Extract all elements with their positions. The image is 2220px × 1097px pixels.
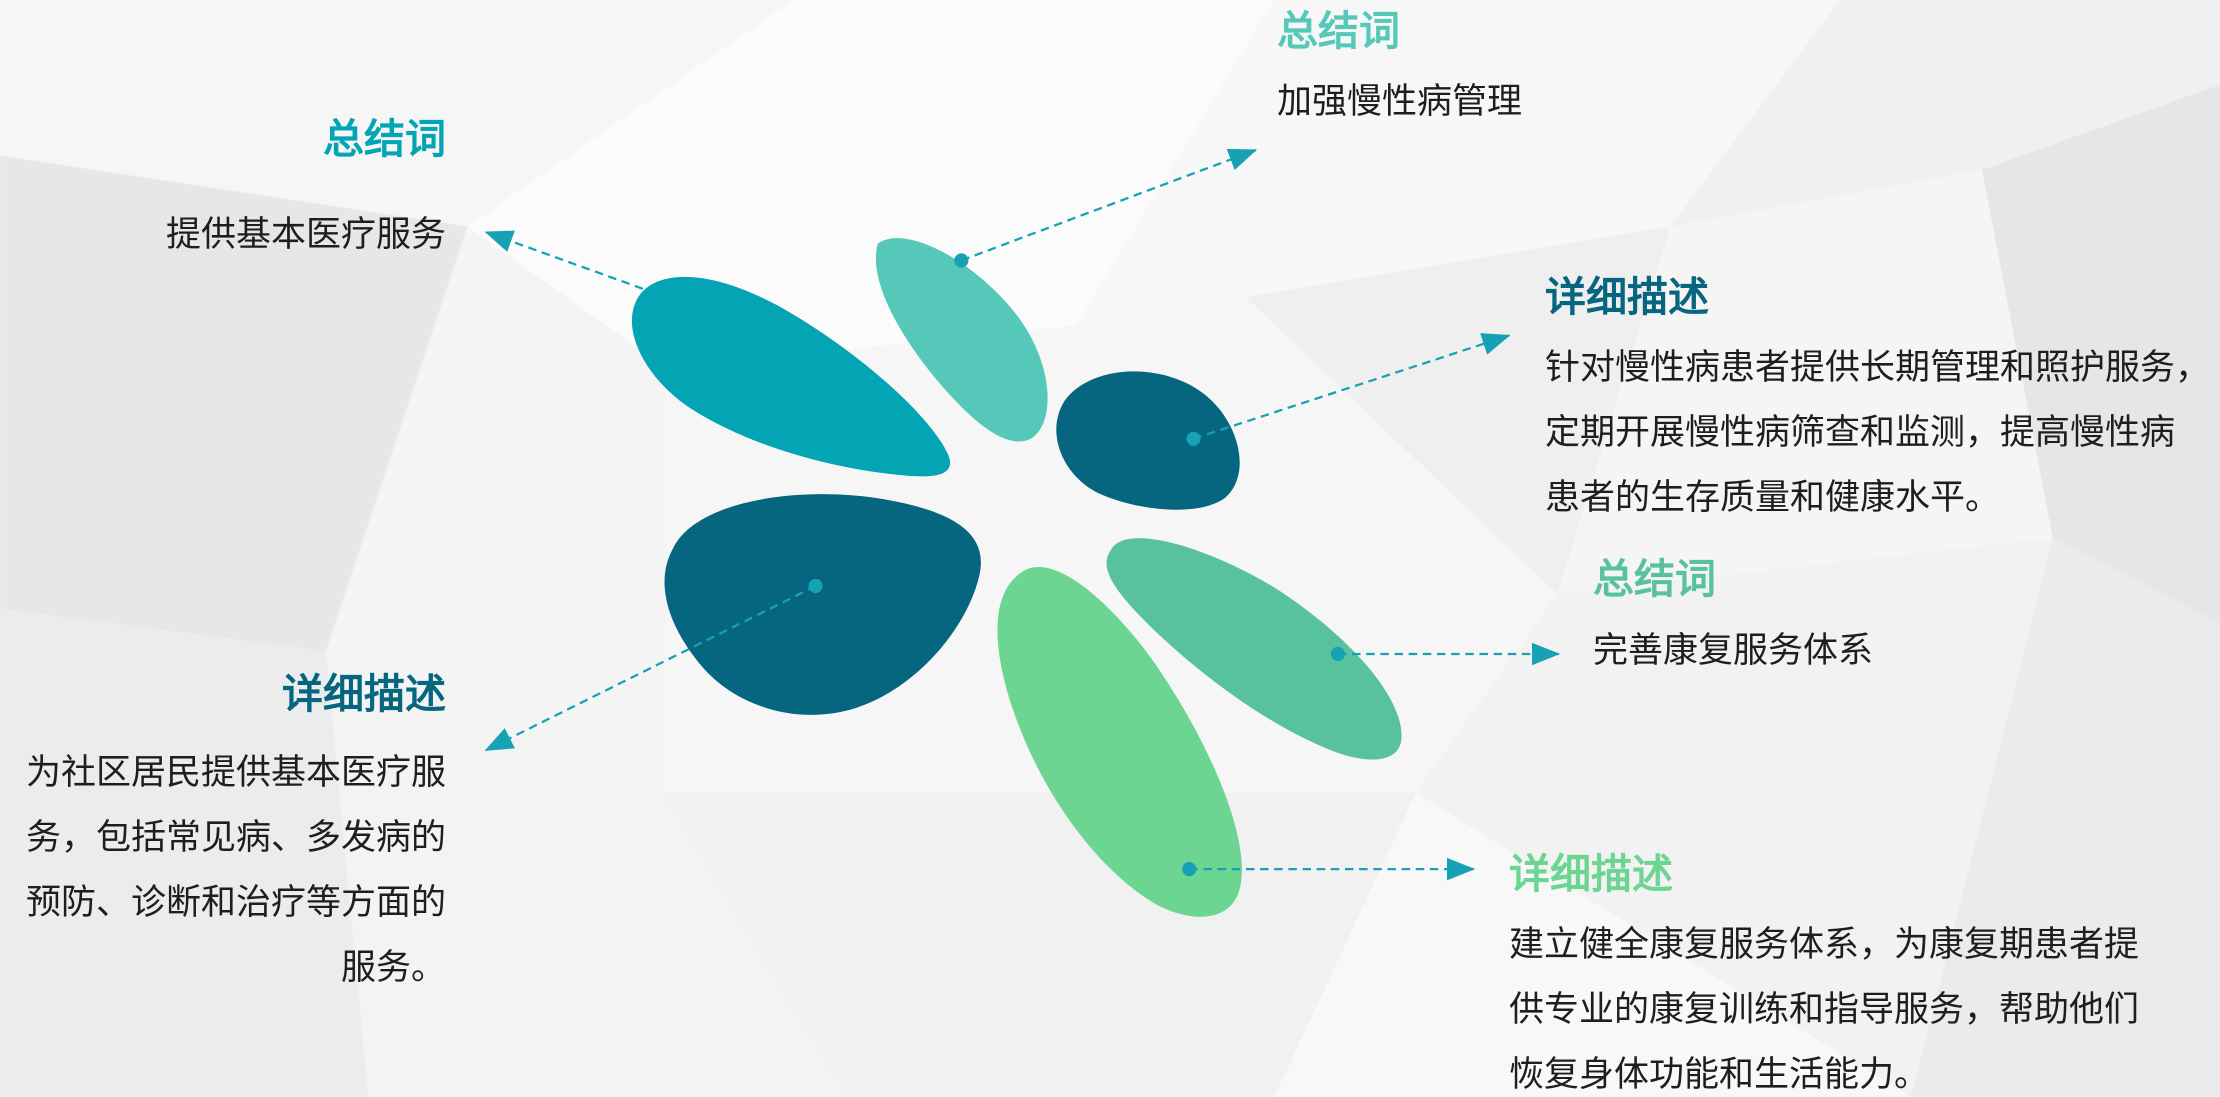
background-facet <box>0 155 468 652</box>
petal-cluster <box>631 238 1402 917</box>
background-facet <box>325 651 850 1097</box>
arrow-basic-care-detail <box>484 578 823 752</box>
rehab-detail-paragraph: 建立健全康复服务体系，为康复期患者提 供专业的康复训练和指导服务，帮助他们 恢复… <box>1509 925 2149 1095</box>
petal-top-left <box>631 276 951 477</box>
petal-right-small <box>1056 371 1240 510</box>
basic-care-summary-text: 提供基本医疗服务 <box>165 215 446 255</box>
background-facet <box>467 0 1275 369</box>
arrow-rehab-summary <box>1330 642 1561 666</box>
paragraph-line: 恢复身体功能和生活能力。 <box>1509 1055 1930 1095</box>
arrow-line <box>484 584 817 752</box>
background-facet <box>0 608 369 1097</box>
background-facet <box>1415 537 2053 1097</box>
basic-care-detail-paragraph: 为社区居民提供基本医疗服 务，包括常见病、多发病的 预防、诊断和治疗等方面的 服… <box>10 753 446 988</box>
petal-top <box>875 238 1048 442</box>
arrow-line <box>960 148 1258 262</box>
rehab-summary-heading: 总结词 <box>1593 555 1716 603</box>
basic-care-detail-heading: 详细描述 <box>282 670 446 718</box>
arrow-dot <box>1330 646 1345 662</box>
chronic-detail-paragraph: 针对慢性病患者提供长期管理和照护服务， 定期开展慢性病筛查和监测，提高慢性病 患… <box>1545 348 2215 518</box>
background-facet <box>0 0 793 227</box>
background-facet <box>325 226 666 793</box>
rehab-summary-text: 完善康复服务体系 <box>1593 631 1874 671</box>
petal-right <box>1106 538 1402 760</box>
background-facet <box>1670 0 2220 227</box>
arrow-dot <box>1186 431 1201 446</box>
background-facet <box>1557 169 2053 595</box>
arrow-rehab-detail <box>1182 857 1476 881</box>
chronic-detail-heading: 详细描述 <box>1545 273 1709 321</box>
paragraph-line: 务，包括常见病、多发病的 <box>25 818 446 858</box>
arrow-dot <box>1182 862 1197 877</box>
background-facet <box>1076 0 1841 326</box>
paragraph-line: 针对慢性病患者提供长期管理和照护服务， <box>1545 348 2211 388</box>
chronic-summary-heading: 总结词 <box>1277 7 1400 55</box>
background-facet <box>1981 84 2220 623</box>
paragraph-line: 供专业的康复训练和指导服务，帮助他们 <box>1509 990 2140 1030</box>
petal-left-large <box>664 494 981 715</box>
paragraph-line: 患者的生存质量和健康水平。 <box>1545 478 2001 518</box>
background-facet <box>1911 537 2220 1097</box>
arrow-chronic-detail <box>1186 333 1511 446</box>
arrow-dot <box>954 253 969 268</box>
paragraph-line: 服务。 <box>340 948 446 988</box>
paragraph-line: 建立健全康复服务体系，为康复期患者提 <box>1509 925 2140 965</box>
arrow-chronic-summary <box>954 148 1258 268</box>
paragraph-line: 为社区居民提供基本医疗服 <box>25 753 446 793</box>
paragraph-line: 预防、诊断和治疗等方面的 <box>25 883 446 923</box>
rehab-detail-heading: 详细描述 <box>1509 850 1673 898</box>
basic-care-summary-heading: 总结词 <box>323 115 446 163</box>
petal-bottom <box>997 566 1242 917</box>
arrow-dot <box>808 578 823 594</box>
paragraph-line: 定期开展慢性病筛查和监测，提高慢性病 <box>1545 413 2176 453</box>
connectors <box>484 148 1561 881</box>
chronic-summary-text: 加强慢性病管理 <box>1277 82 1523 122</box>
arrow-line <box>1193 333 1511 440</box>
